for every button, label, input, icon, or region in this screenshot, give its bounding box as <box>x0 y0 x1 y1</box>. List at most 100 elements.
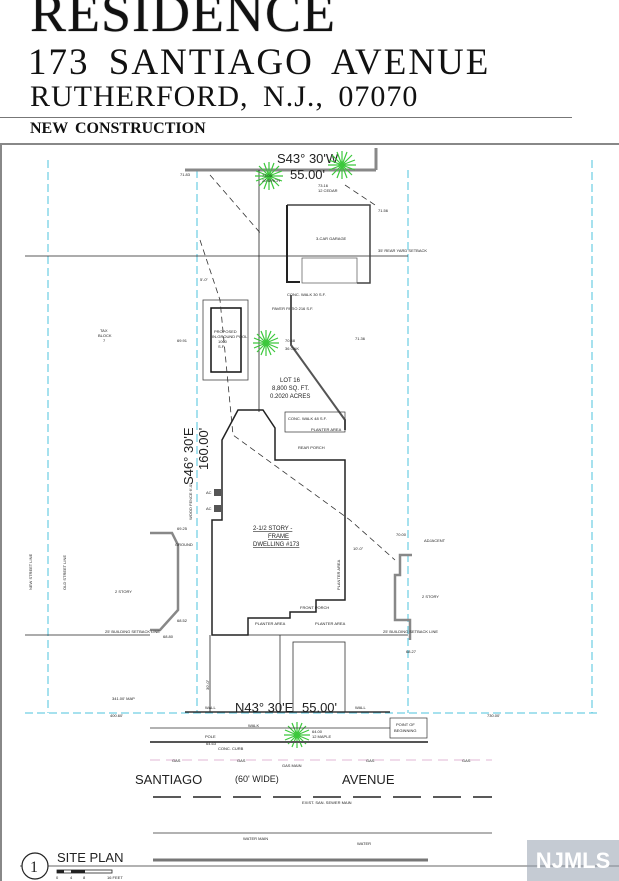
plan-label: CONC. CURB <box>218 746 244 751</box>
plan-label: 1 <box>30 859 38 876</box>
divider <box>0 117 572 118</box>
plan-label: WALK <box>248 723 260 728</box>
plan-label: BLOCK <box>98 333 112 338</box>
plan-label: 8,800 SQ. FT. <box>272 386 309 392</box>
plan-label: 70.48 <box>285 338 296 343</box>
plan-linework <box>255 162 283 190</box>
tree-icons <box>253 151 356 748</box>
plan-label: AC <box>206 490 212 495</box>
spot-elevations: 71.83 73.00 73.16 71.36 70.48 69.91 69.2… <box>163 172 417 746</box>
plan-linework <box>71 870 85 873</box>
plan-label: 20 BIRCH <box>262 178 280 183</box>
plan-label: 30'-0" <box>205 679 210 690</box>
property-lines <box>25 160 600 714</box>
plan-linework <box>202 299 249 381</box>
plan-label: PROPOSED <box>214 329 237 334</box>
plan-label: WOOD FENCE 6'-0" <box>188 483 193 520</box>
plan-label: 0 <box>56 875 59 880</box>
plan-label: PLANTER AREA <box>336 559 341 590</box>
plan-label: 71.36 <box>355 336 366 341</box>
plan-linework <box>393 553 412 640</box>
plan-label: GAS <box>172 758 181 763</box>
plan-label: AC <box>206 506 212 511</box>
plan-label: PLANTER AREA <box>315 621 346 626</box>
plan-label: 68.80 <box>163 634 174 639</box>
plan-label: 8 <box>83 875 86 880</box>
plan-label: 7 <box>103 338 106 343</box>
subtitle: NEW CONSTRUCTION <box>30 120 206 137</box>
plan-label: 341.00' MAP <box>112 696 135 701</box>
divider <box>0 143 619 145</box>
plan-label: ADJACENT <box>424 538 446 543</box>
plan-linework <box>21 852 49 880</box>
plan-label: REAR PORCH <box>298 445 325 450</box>
plan-label: POLE <box>205 734 216 739</box>
plan-label: 64.63 <box>206 741 217 746</box>
site-plan-drawing: S43° 30'W 55.00' 3-CAR GARAGE 35' REAR Y… <box>0 145 619 881</box>
plan-label: 4 <box>70 875 73 880</box>
plan-label: FRONT PORCH <box>300 605 329 610</box>
plan-label: EXIST. SAN. SEWER MAIN <box>302 800 352 805</box>
plan-label: 68.52 <box>177 618 188 623</box>
plan-label: SANTIAGO <box>135 772 202 787</box>
plan-linework <box>210 307 242 373</box>
plan-linework <box>290 295 346 430</box>
plan-label: GAS MAIN <box>282 763 302 768</box>
plan-label: GROUND <box>175 542 193 547</box>
plan-label: S43° 30'W <box>277 151 339 166</box>
plan-label: 730.00' <box>487 713 500 718</box>
plan-label: 73.16 <box>318 183 329 188</box>
plan-label: 10'-0" <box>353 546 364 551</box>
plan-linework <box>255 162 283 190</box>
plan-label: NEW STREET LINE <box>28 554 33 590</box>
plan-label: 71.83 <box>180 172 191 177</box>
plan-linework <box>253 330 279 356</box>
plan-label: 55.00' <box>302 700 337 715</box>
plan-label: 12 CEDAR <box>318 188 338 193</box>
plan-label: CONC. WALK 30 S.F. <box>287 292 326 297</box>
city: RUTHERFORD, N.J., 07070 <box>30 80 419 113</box>
plan-linework <box>328 151 356 179</box>
plan-linework <box>214 505 221 512</box>
plan-label: 68.27 <box>406 649 417 654</box>
plan-label: 55.00' <box>290 167 325 182</box>
plan-label: PLANTER AREA <box>311 427 342 432</box>
plan-label: CONC. WALK 48 S.F. <box>288 416 327 421</box>
plan-label: 69.91 <box>177 338 188 343</box>
plan-linework <box>284 411 346 433</box>
plan-label: 3-CAR GARAGE <box>316 236 347 241</box>
plan-linework <box>284 722 310 748</box>
plan-label: 71.56 <box>378 208 389 213</box>
plan-label: PLANTER AREA <box>255 621 286 626</box>
plan-linework <box>286 205 300 283</box>
plan-label: 2 STORY <box>115 589 132 594</box>
plan-label: POINT OF <box>396 722 415 727</box>
plan-label: PAVER PATIO 216 S.F. <box>272 306 313 311</box>
plan-label: WALL <box>205 705 217 710</box>
plan-label: S46° 30'E <box>181 427 196 485</box>
plan-linework <box>214 489 221 496</box>
pool: PROPOSED IN-GROUND POOL 1000 S.F. <box>202 299 249 381</box>
plan-label: 1000 <box>218 339 228 344</box>
plan-linework <box>211 409 346 636</box>
plan-label: 64.00 <box>312 729 323 734</box>
plan-label: 5'-0" <box>200 277 209 282</box>
plan-label: 0.2020 ACRES <box>270 394 310 400</box>
plan-label: 35' REAR YARD SETBACK <box>378 248 427 253</box>
dwelling: CONC. WALK 48 S.F. PLANTER AREA REAR POR… <box>188 409 346 636</box>
garage: 3-CAR GARAGE 35' REAR YARD SETBACK CONC.… <box>272 204 427 311</box>
plan-label: WATER MAIN <box>243 836 268 841</box>
plan-label: AVENUE <box>342 772 395 787</box>
plan-label: FRAME <box>268 534 289 540</box>
plan-label: OLD STREET LINE <box>62 555 67 590</box>
plan-label: 160.00' <box>196 428 211 470</box>
plan-label: GAS <box>462 758 471 763</box>
plan-linework <box>253 330 279 356</box>
plan-label: 73.00 <box>262 173 273 178</box>
plan-label: 2-1/2 STORY - <box>253 526 292 532</box>
drawing-title: 1 SITE PLAN 0 4 8 16 FEET <box>20 850 619 880</box>
plan-label: 2 STORY <box>422 594 439 599</box>
plan-label: GAS <box>237 758 246 763</box>
street: WALK CONC. CURB POLE 12 MAPLE GAS MAIN G… <box>135 723 492 862</box>
plan-label: WATER <box>357 841 371 846</box>
